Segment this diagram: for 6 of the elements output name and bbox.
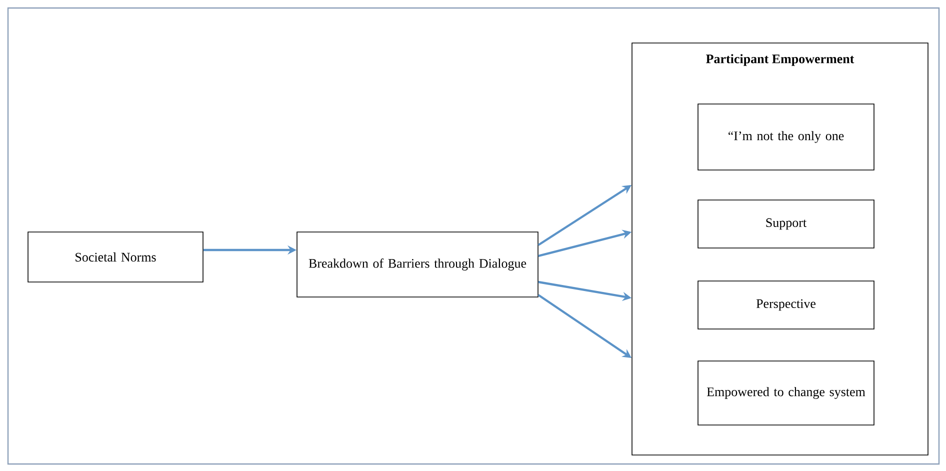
process-box: “I’m not the only one xyxy=(698,104,874,170)
process-box: Empowered to change system xyxy=(698,360,874,426)
process-box: Perspective xyxy=(698,280,874,330)
process-box: Societal Norms xyxy=(28,232,204,282)
process-box: Support xyxy=(698,200,874,248)
process-box: Breakdown of Barriers through Dialogue xyxy=(296,232,538,298)
